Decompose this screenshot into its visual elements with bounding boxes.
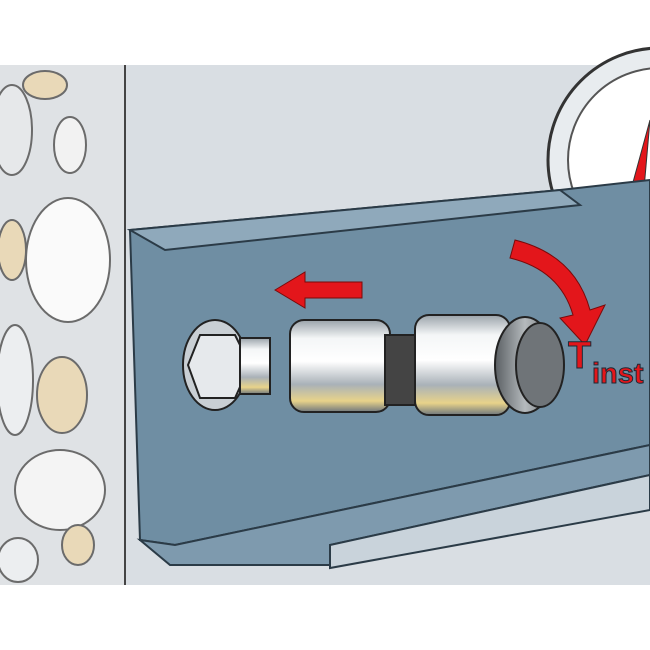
hex-nut [186, 334, 252, 399]
torque-symbol: T [568, 335, 591, 377]
arrow-left-icon [274, 271, 363, 309]
curved-arrow-icon [509, 239, 606, 346]
socket-sleeve [289, 319, 391, 413]
anchor-assembly [182, 314, 565, 416]
torque-subscript: inst [592, 358, 644, 390]
masonry-wall [0, 65, 126, 585]
